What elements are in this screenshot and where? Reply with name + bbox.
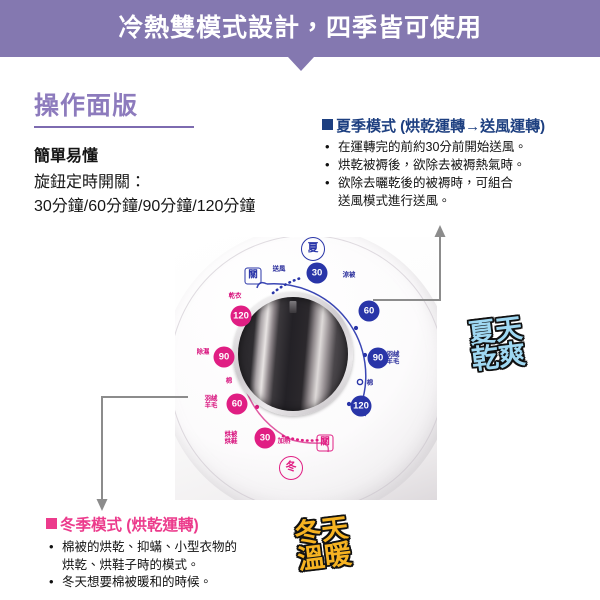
decorative-winter-text: 冬天 溫暖: [292, 512, 354, 576]
summer-mode-title-text: 夏季模式 (烘乾運轉→送風運轉): [336, 118, 546, 135]
list-item: 欲除去曬乾後的被褥時，可組合: [322, 174, 545, 193]
summer-mode-title: 夏季模式 (烘乾運轉→送風運轉): [322, 118, 545, 135]
dial-time-summer-30[interactable]: 30: [306, 262, 328, 284]
list-item-continuation: 送風模式進行送風。: [338, 193, 451, 208]
dial-label-winter-quilt-shoes: 烘被 烘鞋: [224, 431, 238, 445]
timer-knob[interactable]: [238, 297, 348, 411]
dial-label-winter-down-wool: 羽絨 羊毛: [204, 395, 218, 409]
appliance-body: 夏 冬 關 關 送風 涼被 羽絨 羊毛 棉 30 60 90 120 乾衣 除濕…: [175, 237, 437, 500]
dial-time-summer-90[interactable]: 90: [367, 347, 389, 369]
dial-label-winter-cotton: 棉: [225, 377, 233, 385]
list-item: 棉被的烘乾、抑蟎、小型衣物的: [46, 538, 237, 557]
banner-title: 冷熱雙模式設計，四季皆可使用: [117, 14, 482, 42]
dial-time-winter-120[interactable]: 120: [230, 305, 252, 327]
list-item: 在運轉完的前約30分前開始送風。: [322, 138, 545, 157]
banner-notch-triangle: [288, 57, 314, 71]
panel-timer-values: 30分鐘/60分鐘/90分鐘/120分鐘: [34, 198, 256, 215]
dial-label-summer-down-wool: 羽絨 羊毛: [386, 351, 400, 365]
header-banner: 冷熱雙模式設計，四季皆可使用: [0, 0, 600, 57]
summer-season-badge: 夏: [301, 237, 325, 261]
dial-label-winter-dry-clothes: 乾衣: [228, 292, 242, 300]
dial-time-summer-120[interactable]: 120: [350, 395, 372, 417]
winter-season-badge: 冬: [279, 456, 303, 480]
list-item: 冬天想要棉被暖和的時候。: [46, 573, 237, 592]
timer-knob-bezel[interactable]: [233, 292, 353, 416]
list-item-continuation: 烘乾、烘鞋子時的模式。: [62, 557, 200, 572]
dial-time-winter-60[interactable]: 60: [226, 393, 248, 415]
summer-mode-bullet-list: 在運轉完的前約30分前開始送風。 烘乾被褥後，欲除去被褥熱氣時。 欲除去曬乾後的…: [322, 138, 545, 210]
winter-off-badge: 關: [316, 434, 334, 452]
dial-label-winter-heat: 加熱: [277, 437, 291, 445]
winter-mode-block: 冬季模式 (烘乾運轉) 棉被的烘乾、抑蟎、小型衣物的 烘乾、烘鞋子時的模式。 冬…: [46, 517, 237, 592]
decorative-summer-text: 夏天 乾爽: [466, 312, 528, 376]
winter-mode-bullet-list: 棉被的烘乾、抑蟎、小型衣物的 烘乾、烘鞋子時的模式。 冬天想要棉被暖和的時候。: [46, 538, 237, 592]
panel-timer-label: 旋鈕定時開關：: [34, 174, 147, 191]
summer-connector-arrow: [373, 225, 446, 301]
winter-bullet-square-icon: [46, 518, 57, 529]
winter-mode-title: 冬季模式 (烘乾運轉): [46, 517, 237, 535]
winter-mode-title-text: 冬季模式 (烘乾運轉): [60, 517, 199, 534]
list-item: 烘乾被褥後，欲除去被褥熱氣時。: [322, 156, 545, 175]
page-title: 操作面版: [34, 92, 139, 120]
winter-connector-arrow: [96, 396, 188, 511]
dial-label-summer-cool-quilt: 涼被: [342, 271, 356, 279]
summer-bullet-square-icon: [322, 119, 333, 130]
title-divider: [34, 126, 194, 128]
control-panel-photo: 夏 冬 關 關 送風 涼被 羽絨 羊毛 棉 30 60 90 120 乾衣 除濕…: [175, 237, 437, 500]
dial-time-winter-30[interactable]: 30: [254, 427, 276, 449]
dial-time-winter-90[interactable]: 90: [213, 346, 235, 368]
dial-label-summer-cotton: 棉: [366, 379, 374, 387]
dial-label-winter-dehumidify: 除濕: [196, 348, 210, 356]
summer-mode-block: 夏季模式 (烘乾運轉→送風運轉) 在運轉完的前約30分前開始送風。 烘乾被褥後，…: [322, 118, 545, 210]
knob-pointer-tab: [289, 301, 297, 313]
summer-off-badge: 關: [244, 267, 262, 285]
dial-label-summer-fan: 送風: [272, 265, 286, 273]
panel-subheading: 簡單易懂: [34, 148, 99, 165]
